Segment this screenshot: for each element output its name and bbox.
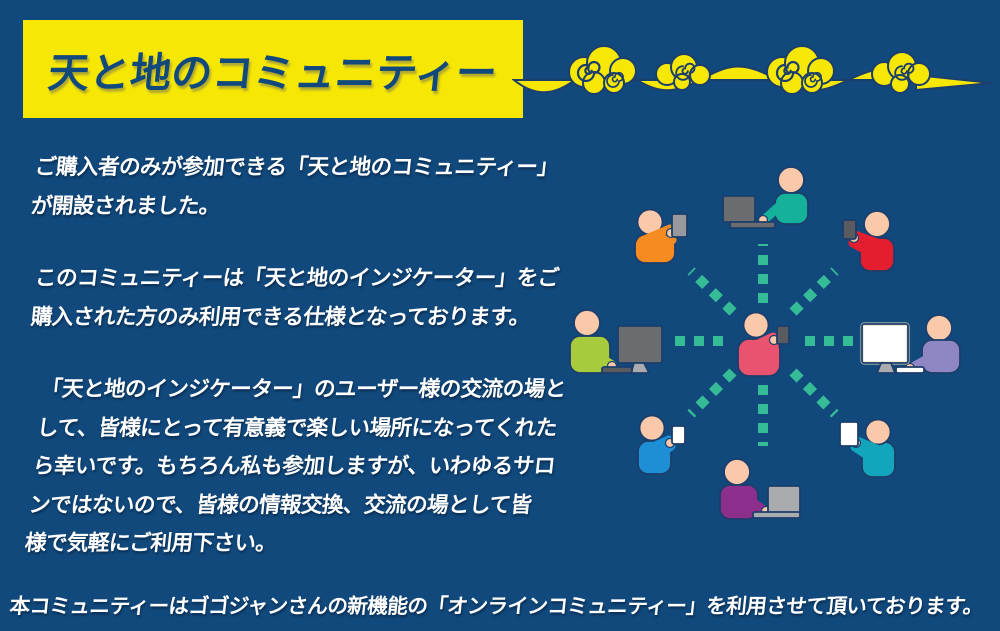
text-line: ンではないので、皆様の情報交換、交流の場として皆 <box>27 492 533 517</box>
member-right-desktop <box>860 314 961 374</box>
phone-icon <box>776 325 790 345</box>
page-title: 天と地のコミュニティー <box>45 50 500 96</box>
text-line: ご購入者のみが参加できる「天と地のコミュニティー」 <box>33 155 560 179</box>
member-top-right-phone <box>842 210 895 272</box>
text-line: 様で気軽にご利用下さい。 <box>23 531 278 555</box>
phone-icon <box>671 213 688 238</box>
footer-note: 本コミュニティーはゴゴジャンさんの新機能の「オンラインコミュニティー」を利用させ… <box>8 595 985 618</box>
cloud-spiral-curls <box>576 60 915 88</box>
laptop-icon <box>767 485 801 514</box>
text-line: ら幸いです。もちろん私も参加しますが、いわゆるサロ <box>31 454 557 478</box>
text-line: 購入された方のみ利用できる仕様となっております。 <box>29 304 532 329</box>
text-line: して、皆様にとって有意義で楽しい場所になってくれた <box>35 415 559 440</box>
member-top-laptop <box>722 166 809 229</box>
text-line: 「天と地のインジケーター」のユーザー様の交流の場と <box>39 377 567 401</box>
network-dashed-lines <box>666 244 859 446</box>
paragraph-purpose: 「天と地のインジケーター」のユーザー様の交流の場と して、皆様にとって有意義で楽… <box>23 370 567 563</box>
paragraph-eligibility: このコミュニティーは「天と地のインジケーター」をご 購入された方のみ利用できる仕… <box>29 259 561 336</box>
text-line: が開設されました。 <box>29 193 222 218</box>
tablet-icon <box>839 421 859 447</box>
title-banner: 天と地のコミュニティー <box>23 20 523 118</box>
monitor-icon <box>617 325 663 364</box>
phone-icon <box>671 425 686 445</box>
community-network-illustration <box>569 166 961 520</box>
member-center-phone <box>737 311 790 377</box>
cloud-scroll-icon <box>512 45 993 95</box>
member-left-desktop <box>569 309 663 374</box>
paragraph-opening: ご購入者のみが参加できる「天と地のコミュニティー」 が開設されました。 <box>29 148 560 225</box>
member-bottom-right-tablet <box>839 418 896 478</box>
intro-text: ご購入者のみが参加できる「天と地のコミュニティー」 が開設されました。 このコミ… <box>24 148 567 597</box>
phone-icon <box>842 219 857 240</box>
member-bottom-left-phone <box>637 414 686 475</box>
member-top-left-phone <box>634 208 688 264</box>
monitor-icon <box>860 322 910 365</box>
text-line: このコミュニティーは「天と地のインジケーター」をご <box>33 266 561 290</box>
member-bottom-laptop <box>719 458 801 520</box>
laptop-icon <box>722 195 756 223</box>
